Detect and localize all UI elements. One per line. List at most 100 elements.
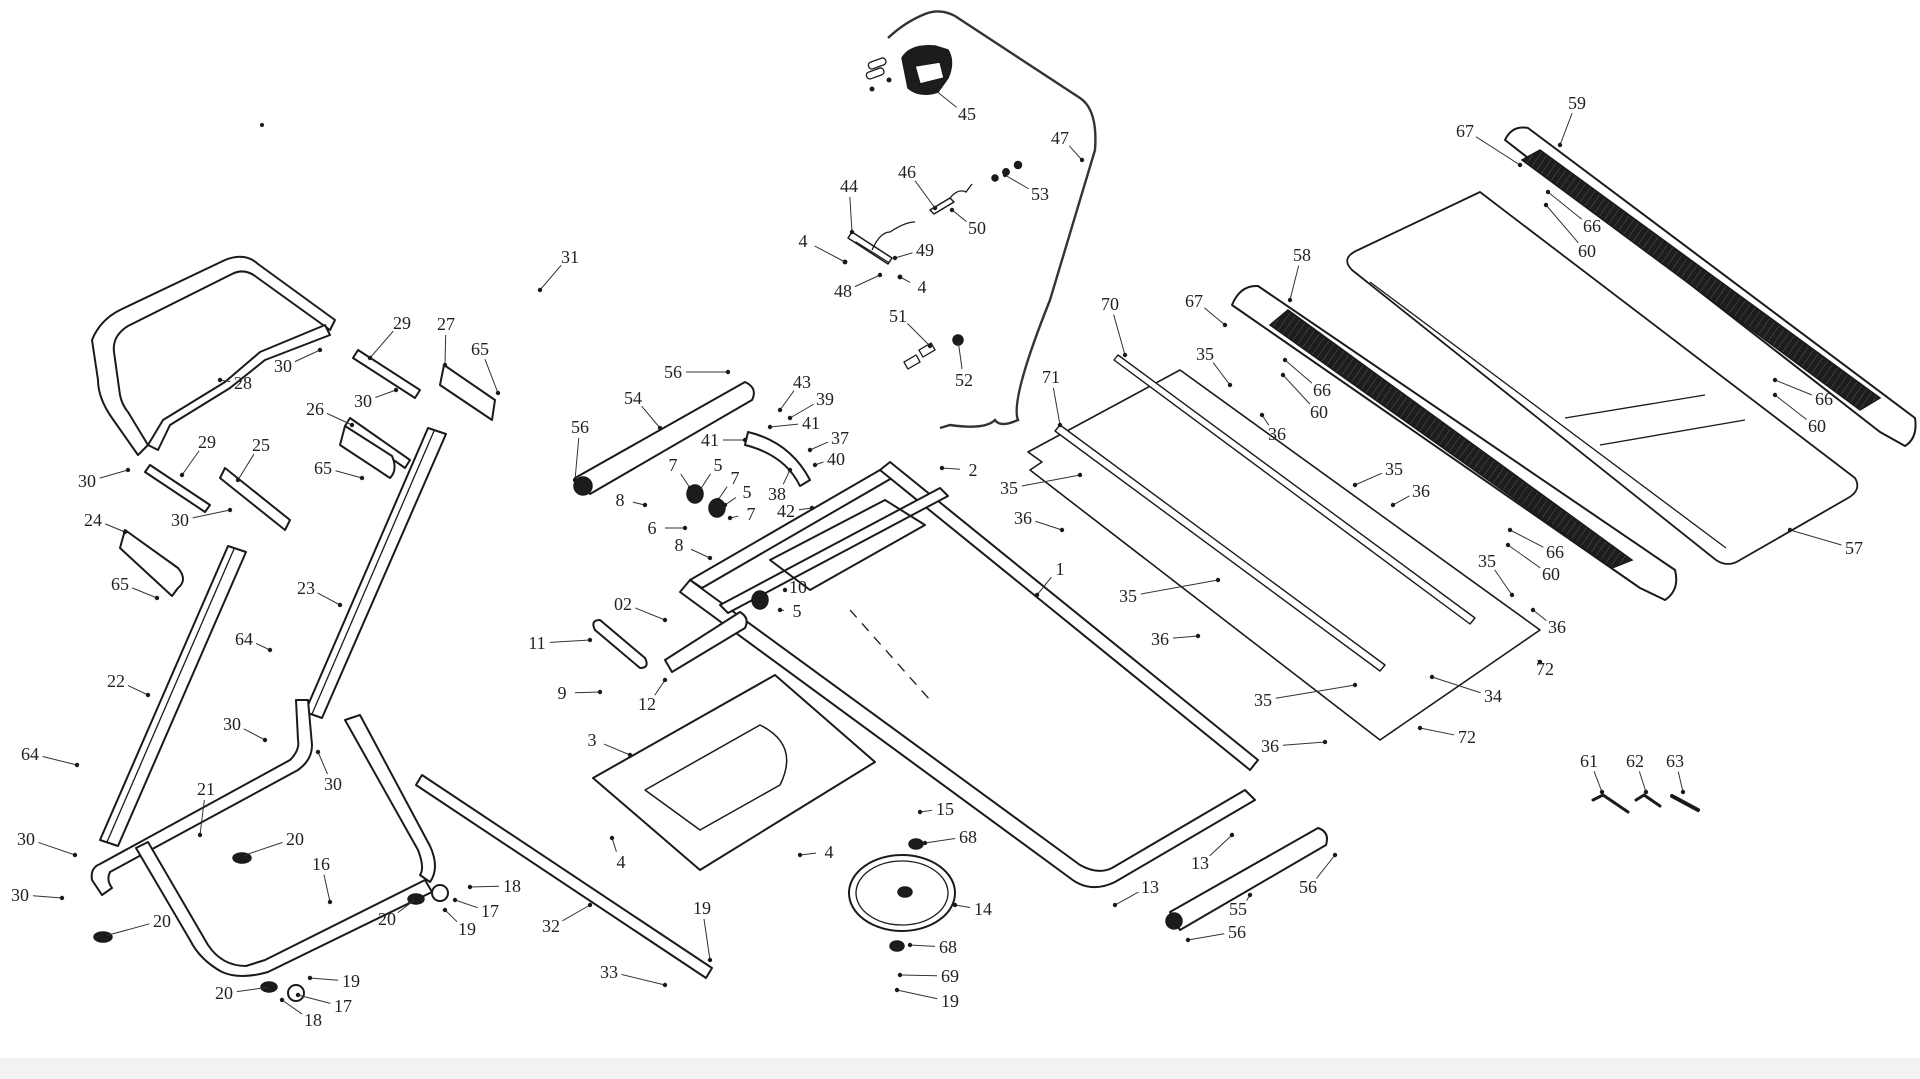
leader-line-32: [562, 904, 591, 922]
feet-parts: [93, 852, 449, 1002]
part-label-59: 59: [1568, 93, 1586, 113]
part-label-16: 16: [312, 854, 330, 874]
part-label-18: 18: [304, 1010, 322, 1030]
leader-line-42: [798, 507, 813, 511]
part-label-27: 27: [437, 314, 455, 334]
leader-line-36: [1392, 495, 1410, 506]
fastener-point: [797, 852, 803, 858]
part-label-30: 30: [78, 471, 96, 491]
fastener-point: [102, 933, 108, 939]
front-roller-part: [573, 381, 755, 496]
belt-part: [1346, 191, 1859, 565]
leader-line-31: [539, 264, 562, 291]
part-label-54: 54: [624, 388, 642, 408]
part-label-36: 36: [1412, 481, 1430, 501]
fastener-point: [393, 387, 399, 393]
leader-line-65: [335, 470, 363, 479]
fastener-point: [897, 274, 903, 280]
leader-line-35: [1021, 474, 1081, 487]
leader-line-19: [896, 989, 938, 1000]
part-label-34: 34: [1484, 686, 1502, 706]
part-label-36: 36: [1151, 629, 1169, 649]
part-label-2: 2: [969, 460, 978, 480]
fastener-point: [662, 617, 668, 623]
sensor-bracket-parts: [842, 160, 1023, 370]
part-label-02: 02: [614, 594, 632, 614]
part-label-20: 20: [286, 829, 304, 849]
part-label-39: 39: [816, 389, 834, 409]
fastener-point: [442, 362, 448, 368]
leader-line-36: [1532, 609, 1547, 622]
fastener-point: [892, 255, 898, 261]
leader-line-48: [854, 274, 881, 288]
leader-line-64: [255, 642, 271, 651]
fastener-point: [725, 369, 731, 375]
leader-line-65: [131, 587, 158, 599]
leader-line-37: [809, 441, 829, 451]
leader-line-61: [1593, 770, 1603, 793]
footer-bar: [0, 1058, 1920, 1079]
fastener-point: [1507, 527, 1513, 533]
fastener-point: [1417, 725, 1423, 731]
part-label-33: 33: [600, 962, 618, 982]
part-label-68: 68: [959, 827, 977, 847]
fastener-point: [932, 205, 938, 211]
leader-line-52: [957, 339, 963, 370]
leader-line-57: [1789, 529, 1842, 546]
part-label-69: 69: [941, 966, 959, 986]
part-label-4: 4: [799, 231, 808, 251]
part-label-35: 35: [1119, 586, 1137, 606]
part-label-43: 43: [793, 372, 811, 392]
fastener-point: [122, 529, 128, 535]
leader-line-9: [574, 691, 601, 694]
part-label-68: 68: [939, 937, 957, 957]
fastener-point: [609, 835, 615, 841]
leader-line-29: [369, 330, 394, 359]
leader-line-44: [849, 196, 853, 233]
fastener-point: [642, 502, 648, 508]
part-label-66: 66: [1313, 380, 1331, 400]
part-label-7: 7: [731, 468, 740, 488]
motor-tray-part: [592, 674, 876, 871]
leader-line-56: [574, 437, 580, 481]
console-cable: [887, 10, 1097, 430]
part-label-31: 31: [561, 247, 579, 267]
leader-line-1: [1036, 576, 1052, 596]
part-label-9: 9: [558, 683, 567, 703]
leader-line-19: [444, 909, 458, 923]
fastener-point: [227, 507, 233, 513]
part-label-10: 10: [789, 577, 807, 597]
part-label-21: 21: [197, 779, 215, 799]
part-label-30: 30: [324, 774, 342, 794]
fastener-point: [72, 852, 78, 858]
part-label-56: 56: [1228, 922, 1246, 942]
flywheel-part: [848, 838, 956, 952]
fastener-point: [1390, 502, 1396, 508]
part-label-20: 20: [378, 909, 396, 929]
part-label-36: 36: [1261, 736, 1279, 756]
fastener-point: [1227, 382, 1233, 388]
part-label-19: 19: [342, 971, 360, 991]
fastener-point: [1282, 357, 1288, 363]
part-label-64: 64: [235, 629, 253, 649]
support-bar-part: [415, 774, 713, 979]
part-label-66: 66: [1546, 542, 1564, 562]
fastener-point: [1772, 377, 1778, 383]
part-label-13: 13: [1191, 853, 1209, 873]
fastener-point: [1332, 852, 1338, 858]
leader-line-7: [680, 473, 691, 489]
leader-line-41: [769, 423, 799, 428]
part-label-17: 17: [334, 996, 352, 1016]
leader-line-18: [281, 999, 303, 1015]
fastener-point: [1537, 659, 1543, 665]
leader-lines: [32, 87, 1842, 1015]
part-label-14: 14: [974, 899, 992, 919]
part-label-64: 64: [21, 744, 39, 764]
part-label-58: 58: [1293, 245, 1311, 265]
fastener-point: [1057, 422, 1063, 428]
fastener-point: [317, 347, 323, 353]
leader-line-30: [192, 509, 231, 519]
part-label-8: 8: [675, 535, 684, 555]
